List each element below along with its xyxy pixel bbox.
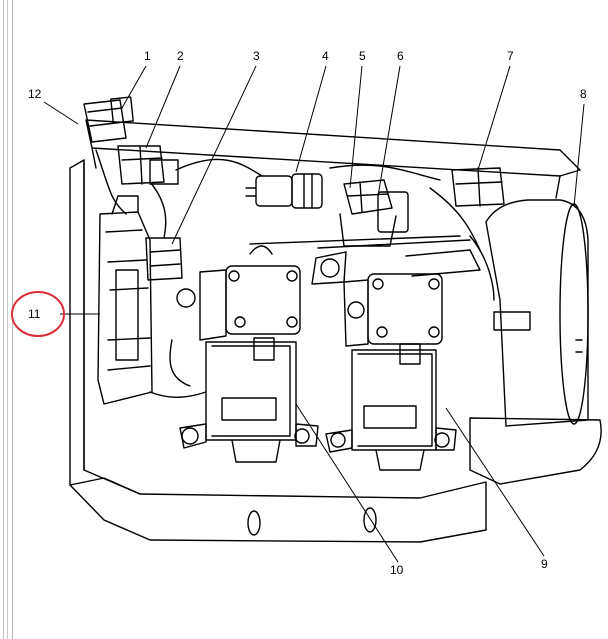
connector-4	[245, 173, 323, 209]
callout-8: 8	[580, 87, 587, 101]
callout-6: 6	[397, 49, 404, 63]
valve-block-5	[343, 179, 393, 215]
callout-9: 9	[541, 557, 548, 571]
connector-7	[451, 167, 505, 207]
air-reservoir-8	[469, 199, 602, 485]
connector-3	[145, 237, 183, 281]
callout-10: 10	[390, 563, 404, 577]
connector-12	[83, 99, 127, 143]
compressor-10	[176, 245, 319, 463]
leader-lines	[43, 65, 585, 563]
callout-1: 1	[144, 49, 151, 63]
callout-11: 11	[28, 307, 41, 321]
callout-7: 7	[507, 49, 514, 63]
callout-2: 2	[177, 49, 184, 63]
callout-12: 12	[28, 87, 42, 101]
connector-2	[117, 145, 165, 185]
callout-3: 3	[253, 49, 260, 63]
compressor-9	[249, 235, 481, 471]
callout-5: 5	[359, 49, 366, 63]
upper-bracket	[85, 119, 581, 177]
callout-4: 4	[322, 49, 329, 63]
